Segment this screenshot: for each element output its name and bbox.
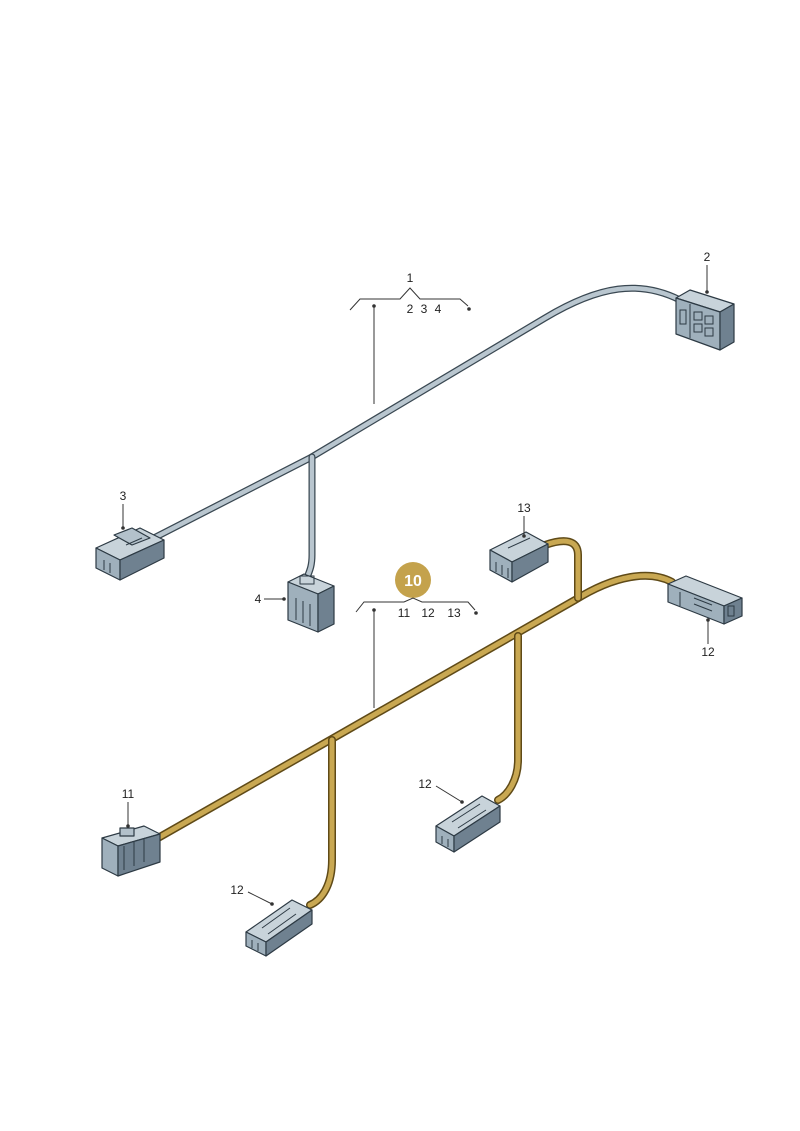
- connector-2: [675, 289, 735, 351]
- connector-12-right: [667, 575, 743, 625]
- harness-1-grey: [95, 284, 735, 633]
- label-part-4: 4: [255, 592, 262, 606]
- grey-cable-main: [146, 284, 684, 544]
- leader-part-13-dot: [522, 534, 526, 538]
- callout-1-subpart-a: 2: [407, 302, 414, 316]
- label-part-12-middle: 12: [418, 777, 432, 791]
- part-labels: 2 3 4 13 12 11 12 12: [120, 250, 715, 906]
- leader-part-3-dot: [121, 526, 125, 530]
- label-part-12-bottom: 12: [230, 883, 244, 897]
- yellow-cable-branch-13: [541, 537, 582, 602]
- label-part-12-right: 12: [701, 645, 715, 659]
- connector-4: [287, 573, 335, 633]
- callout-1-bracket-dot: [467, 307, 471, 311]
- callout-harness-10: 10 11 12 13: [355, 562, 478, 708]
- connector-11: [101, 825, 161, 877]
- callout-10-bracket-dot: [474, 611, 478, 615]
- yellow-cable-main: [154, 571, 676, 842]
- connector-12-bottom: [245, 899, 313, 957]
- leader-part-12-bottom: [247, 891, 273, 905]
- leader-part-12-middle: [435, 785, 463, 803]
- yellow-cable-branch-12-bottom-fill: [307, 737, 335, 908]
- leader-part-11-dot: [126, 824, 130, 828]
- label-part-2: 2: [704, 250, 711, 264]
- callout-1-bracket: [349, 287, 469, 311]
- leader-part-12-right-dot: [706, 618, 710, 622]
- label-part-13: 13: [517, 501, 531, 515]
- leader-part-4-dot: [282, 597, 286, 601]
- leader-part-12-middle-dot: [460, 800, 464, 804]
- callout-10-number: 10: [404, 573, 422, 590]
- callout-1-subpart-b: 3: [421, 302, 428, 316]
- callout-10-subpart-a: 11: [398, 606, 411, 620]
- callout-harness-1: 1 2 3 4: [349, 271, 471, 404]
- connector-12-middle: [435, 795, 501, 853]
- connector-3: [95, 527, 165, 581]
- label-part-11: 11: [122, 787, 135, 801]
- callout-1-number: 1: [407, 271, 414, 285]
- connector-13: [489, 531, 549, 583]
- callout-1-subpart-c: 4: [435, 302, 442, 316]
- yellow-cable-branch-12-mid-fill: [495, 633, 521, 803]
- leader-part-2-dot: [705, 290, 709, 294]
- yellow-cable-branch-13-fill: [542, 538, 581, 601]
- callout-10-subpart-c: 13: [447, 606, 461, 620]
- harness-10-yellow: [101, 531, 743, 957]
- callout-1-leader-dot: [372, 304, 376, 308]
- grey-cable-branch-fill: [305, 454, 315, 578]
- callout-10-bracket: [355, 597, 476, 613]
- callout-10-subpart-b: 12: [421, 606, 435, 620]
- leader-part-12-bottom-dot: [270, 902, 274, 906]
- callout-10-badge: [395, 562, 431, 598]
- label-part-3: 3: [120, 489, 127, 503]
- grey-cable-main-fill: [147, 285, 683, 543]
- callout-10-leader-dot: [372, 608, 376, 612]
